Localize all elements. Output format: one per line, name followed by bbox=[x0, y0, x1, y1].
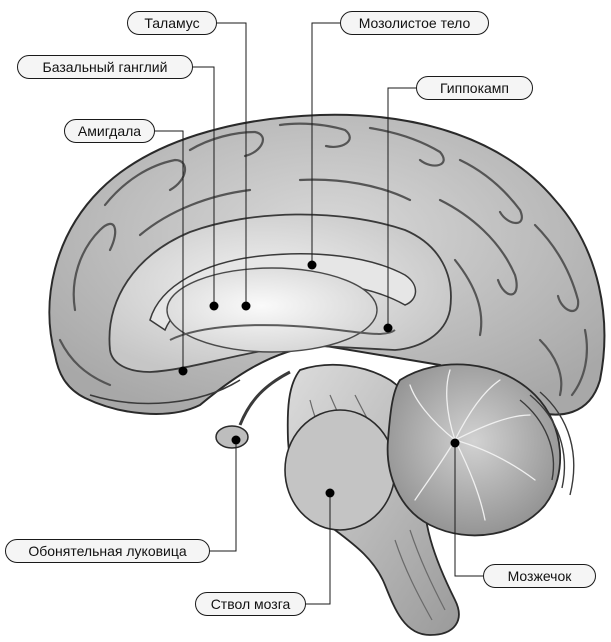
dot-amygdala bbox=[178, 366, 188, 376]
label-olfactory-bulb: Обонятельная луковица bbox=[5, 539, 210, 563]
dot-hippocampus bbox=[383, 323, 393, 333]
leader-lines bbox=[155, 22, 483, 605]
leader-hippocampus bbox=[387, 87, 416, 328]
gyri-folds bbox=[58, 122, 588, 397]
leader-amygdala bbox=[155, 130, 184, 371]
pons bbox=[284, 409, 396, 531]
cerebellum-outer-ridges bbox=[519, 391, 575, 496]
dot-thalamus bbox=[241, 301, 251, 311]
leader-cerebellum bbox=[454, 443, 483, 577]
dot-cerebellum bbox=[450, 438, 460, 448]
dot-olfactory-bulb bbox=[231, 435, 241, 445]
pointer-dots bbox=[178, 260, 460, 498]
label-brainstem: Ствол мозга bbox=[195, 592, 306, 616]
label-corpus-callosum: Мозолистое тело bbox=[340, 11, 489, 35]
thalamus-region bbox=[166, 267, 378, 353]
fornix bbox=[169, 324, 396, 341]
label-cerebellum: Мозжечок bbox=[483, 564, 596, 588]
olfactory-bulb-shape bbox=[215, 425, 249, 449]
label-hippocampus: Гиппокамп bbox=[416, 76, 533, 100]
label-thalamus: Таламус bbox=[127, 11, 217, 35]
dot-basal-ganglia bbox=[209, 301, 219, 311]
cerebellum-folia bbox=[409, 369, 536, 521]
label-basal-ganglia: Базальный ганглий bbox=[17, 55, 193, 79]
leader-thalamus bbox=[217, 22, 247, 306]
dot-corpus-callosum bbox=[307, 260, 317, 270]
cerebellum-shape bbox=[386, 363, 562, 537]
olfactory-tract bbox=[238, 370, 291, 426]
leader-brainstem bbox=[306, 493, 331, 605]
leader-olfactory-bulb bbox=[210, 440, 237, 552]
leader-corpus-callosum bbox=[311, 22, 340, 265]
leader-basal-ganglia bbox=[193, 66, 215, 306]
dot-brainstem bbox=[325, 488, 335, 498]
temporal-lobe-edge bbox=[89, 379, 241, 405]
label-amygdala: Амигдала bbox=[64, 119, 155, 143]
